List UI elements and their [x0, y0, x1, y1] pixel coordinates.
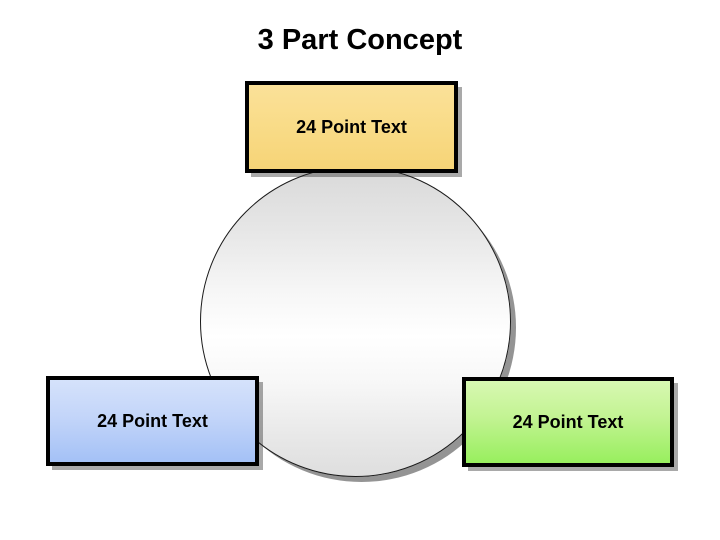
page-title: 3 Part Concept: [257, 24, 463, 56]
concept-box-top[interactable]: 24 Point Text: [245, 81, 458, 173]
concept-box-bottom-right-label: 24 Point Text: [512, 412, 624, 432]
concept-box-bottom-left[interactable]: 24 Point Text: [46, 376, 259, 466]
concept-box-top-label: 24 Point Text: [296, 117, 407, 137]
concept-box-bottom-left-label: 24 Point Text: [97, 411, 208, 431]
concept-box-bottom-right[interactable]: 24 Point Text: [462, 377, 674, 467]
